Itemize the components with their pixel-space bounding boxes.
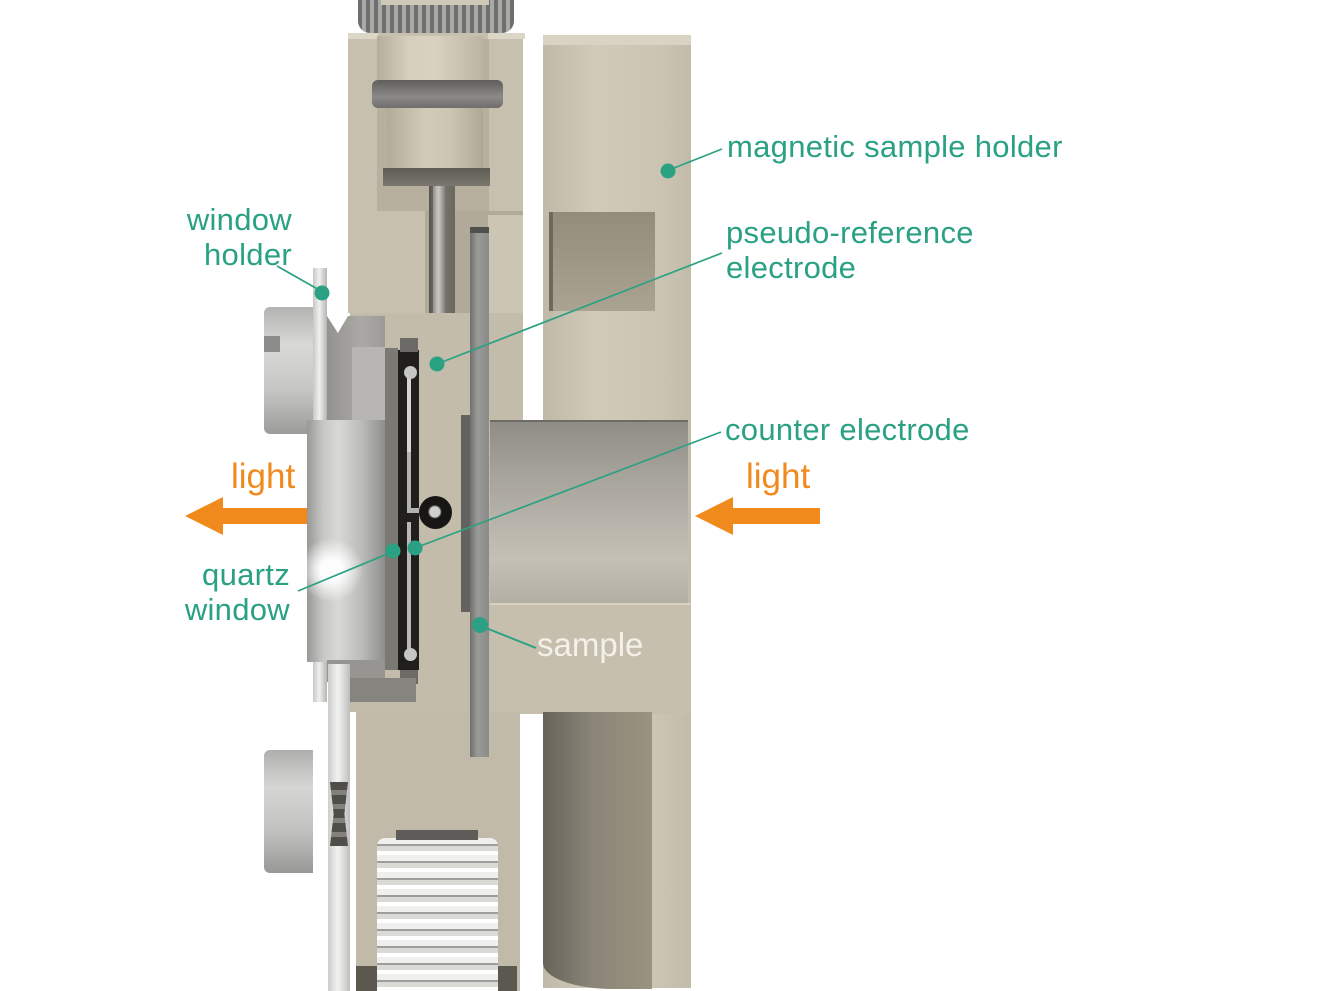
label-magnetic-sample-holder: magnetic sample holder [727,129,1063,164]
feedthrough-top-plug [381,0,489,5]
light-arrow-right-icon [695,497,820,535]
counter-electrode-wire-vertical [407,452,411,510]
label-light-right: light [746,457,811,496]
counter-electrode-oring [419,496,452,529]
frame-screw-bottom [404,648,417,661]
sample-holder-lower-pocket [543,712,652,989]
sample-film-strip [461,415,470,612]
knob-top-notch [264,336,280,352]
light-arrow-left-icon [185,497,307,535]
clamp-sub-block [352,347,385,420]
cell-wall-step-right [488,215,523,313]
label-sample: sample [537,626,644,663]
label-window-holder: window holder [155,202,292,272]
label-light-left: light [231,457,296,496]
cell-body-top-face-left [348,33,378,39]
electrode-feedthrough-knurled-cap [358,0,514,33]
sample-plate [470,227,489,757]
sample-holder-lower-face [490,603,691,714]
label-pseudo-reference-electrode: pseudo-reference electrode [726,215,974,285]
electrode-plug-upper [377,36,483,82]
quartz-window-slit-upper [407,378,411,494]
label-pseudo-reference-line1: pseudo-reference [726,215,974,250]
spring-loading-screw-thread [377,838,498,991]
cell-body-top-face-right [488,33,525,39]
window-barrel-flare [296,535,366,605]
frame-tab-top [400,338,418,352]
quartz-window-slit-lower [407,522,411,650]
frame-screw-top [404,366,417,379]
magnetic-sample-holder-top-face [543,35,691,45]
label-quartz-window-line2: window [184,592,290,627]
sample-plate-top-cap [470,227,489,233]
bore-shoulder-dark [383,168,490,186]
window-holder-knob-top [264,307,313,434]
light-path-bore-face [490,420,688,605]
label-window-holder-line1: window [186,202,292,237]
electrode-plug-collar [372,80,503,108]
window-mount-plate [385,348,398,670]
screw-washer [396,830,478,840]
assembly-step-b [340,678,416,702]
sample-holder-upper-pocket [549,212,655,311]
label-window-holder-line2: holder [204,237,292,272]
label-quartz-window: quartz window [150,557,290,627]
clamp-bolt-thread-silhouette [330,782,348,846]
label-quartz-window-line1: quartz [202,557,290,592]
window-holder-knob-bottom [264,750,313,873]
label-pseudo-reference-line2: electrode [726,250,857,285]
label-counter-electrode: counter electrode [725,412,970,447]
electrode-plug-lower [387,108,483,168]
